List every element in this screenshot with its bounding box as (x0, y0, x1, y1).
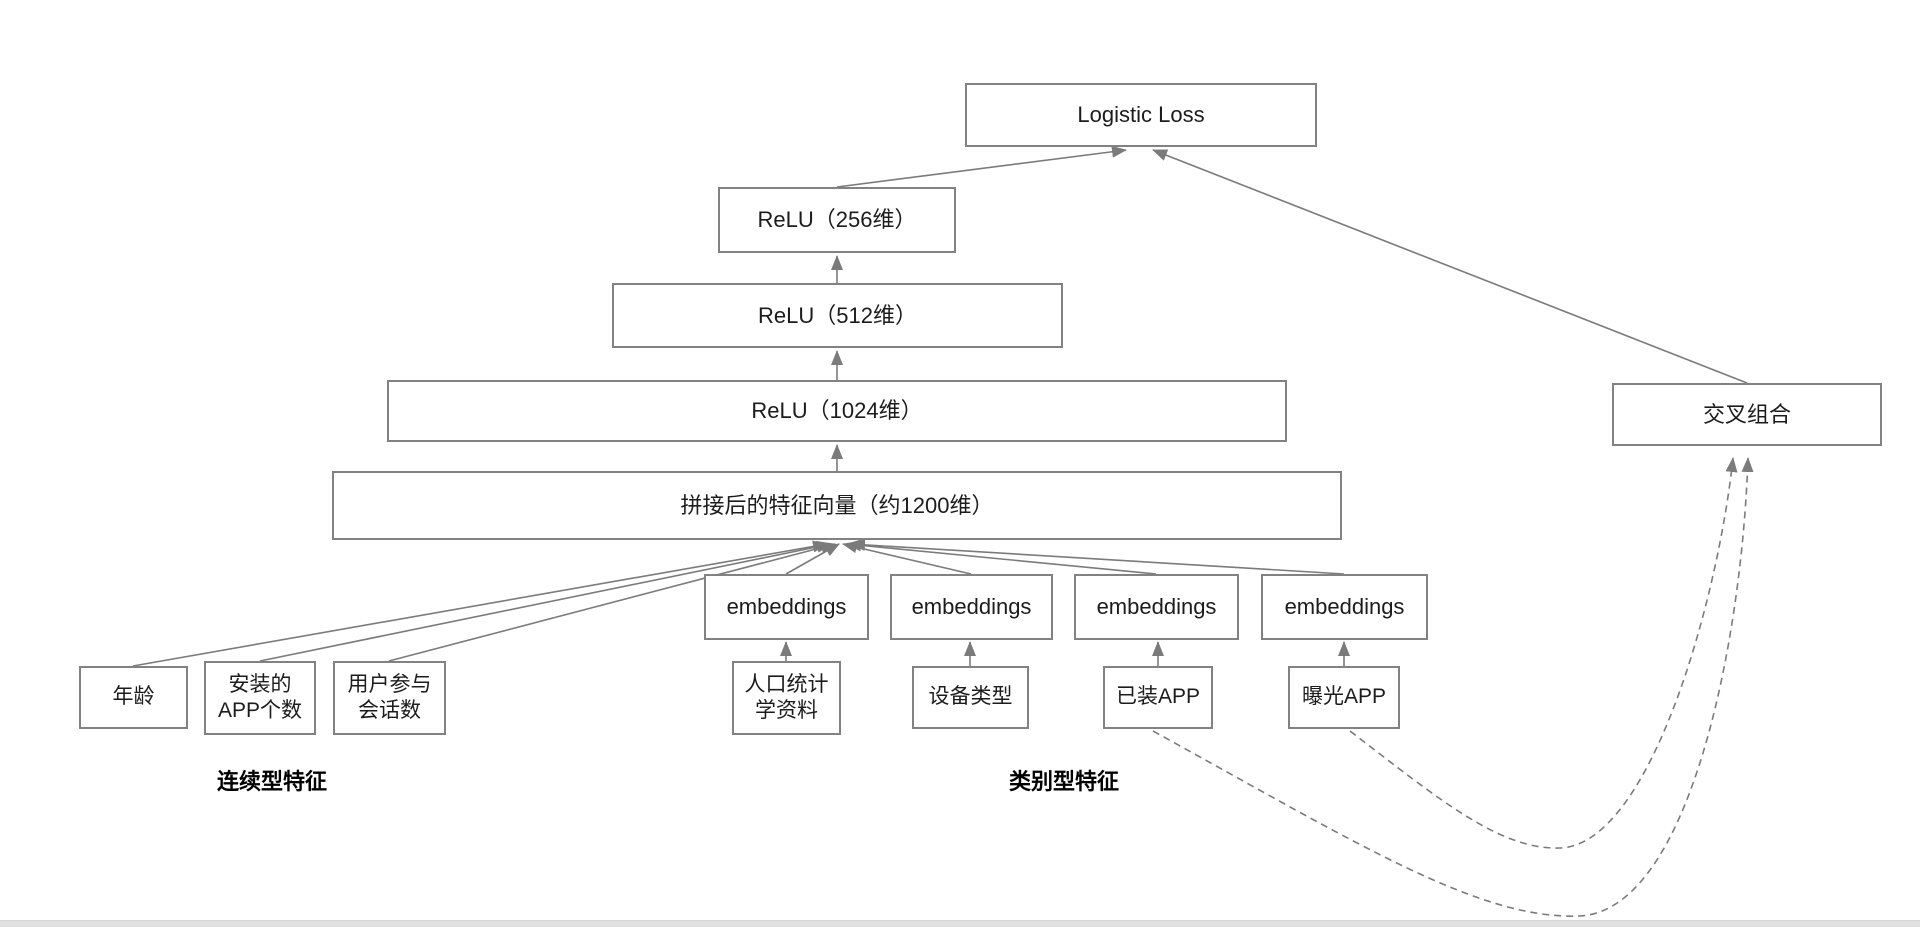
arrow-embeddings4-to-concat (850, 538, 1345, 575)
node-relu-1024-label: ReLU（1024维） (751, 398, 923, 424)
node-relu-1024: ReLU（1024维） (387, 380, 1287, 442)
node-installed-app-count-line2: APP个数 (217, 699, 303, 722)
node-relu-256: ReLU（256维） (718, 187, 956, 253)
arrow-age-to-concat (132, 540, 828, 667)
node-logistic-loss: Logistic Loss (965, 83, 1317, 147)
arrow-embeddings1-to-concat (785, 543, 840, 575)
node-installed-app-label: 已装APP (1115, 685, 1201, 709)
node-logistic-loss-label: Logistic Loss (1077, 102, 1205, 128)
node-installed-app: 已装APP (1103, 666, 1213, 729)
node-embeddings-4-label: embeddings (1284, 594, 1405, 620)
arrow-cross-to-loss (1152, 149, 1748, 384)
node-demographics: 人口统计 学资料 (732, 661, 841, 735)
node-cross-combination: 交叉组合 (1612, 383, 1882, 446)
node-embeddings-2: embeddings (890, 574, 1053, 640)
node-age: 年龄 (79, 666, 188, 729)
node-embeddings-1: embeddings (704, 574, 869, 640)
node-impression-app: 曝光APP (1288, 666, 1400, 729)
group-label-continuous: 连续型特征 (216, 769, 327, 794)
node-installed-app-count: 安装的 APP个数 (204, 661, 316, 735)
dashed-impression-app-to-cross (1349, 457, 1738, 849)
arrow-embeddings3-to-concat (846, 539, 1157, 575)
bottom-edge-bar (0, 920, 1920, 927)
node-installed-app-count-line1: 安装的 (228, 672, 292, 696)
arrow-relu256-to-loss (836, 145, 1127, 188)
group-label-categorical: 类别型特征 (1008, 769, 1119, 794)
node-demographics-line1: 人口统计 (744, 672, 829, 696)
node-relu-512-label: ReLU（512维） (758, 302, 917, 328)
arrow-installed-count-to-concat (259, 540, 832, 662)
node-relu-512: ReLU（512维） (612, 283, 1063, 348)
node-relu-256-label: ReLU（256维） (757, 207, 917, 233)
node-user-sessions: 用户参与 会话数 (333, 661, 446, 735)
node-device-type-label: 设备类型 (928, 685, 1013, 709)
node-user-sessions-line1: 用户参与 (347, 672, 432, 696)
arrow-sessions-to-concat (388, 541, 836, 662)
arrow-embeddings2-to-concat (842, 541, 972, 575)
node-user-sessions-line2: 会话数 (358, 699, 421, 722)
node-concat-vector: 拼接后的特征向量（约1200维） (332, 471, 1342, 540)
node-device-type: 设备类型 (912, 666, 1029, 729)
node-cross-combination-label: 交叉组合 (1702, 401, 1791, 427)
node-age-label: 年龄 (112, 685, 155, 709)
node-demographics-line2: 学资料 (755, 699, 818, 722)
node-impression-app-label: 曝光APP (1301, 685, 1387, 709)
node-embeddings-3: embeddings (1074, 574, 1239, 640)
node-embeddings-1-label: embeddings (726, 594, 847, 620)
node-concat-vector-label: 拼接后的特征向量（约1200维） (680, 492, 994, 518)
dashed-installed-app-to-cross (1152, 457, 1754, 917)
node-embeddings-4: embeddings (1261, 574, 1428, 640)
node-embeddings-3-label: embeddings (1096, 594, 1217, 620)
node-embeddings-2-label: embeddings (911, 594, 1032, 620)
